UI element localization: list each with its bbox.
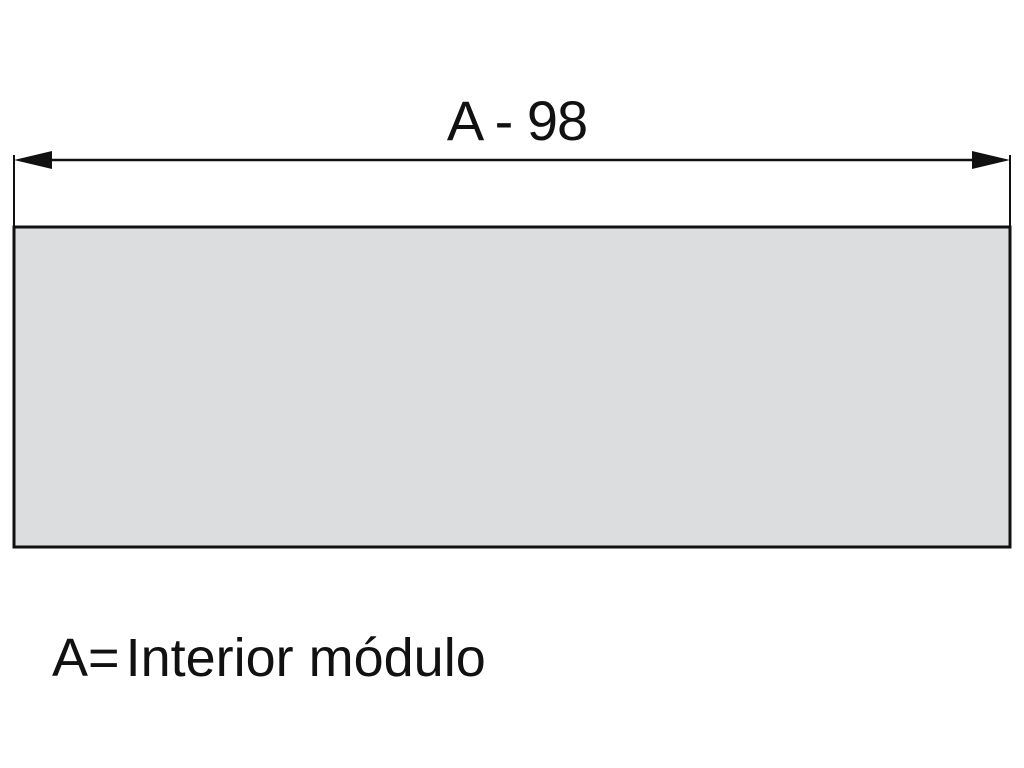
legend-text: A=Interior módulo — [52, 628, 486, 688]
legend-symbol: A= — [52, 628, 120, 688]
panel-rectangle — [12, 225, 1012, 549]
legend-description: Interior módulo — [126, 628, 486, 688]
left-arrowhead-icon — [14, 151, 52, 169]
dimension-label: A - 98 — [447, 89, 587, 152]
right-arrowhead-icon — [972, 151, 1010, 169]
